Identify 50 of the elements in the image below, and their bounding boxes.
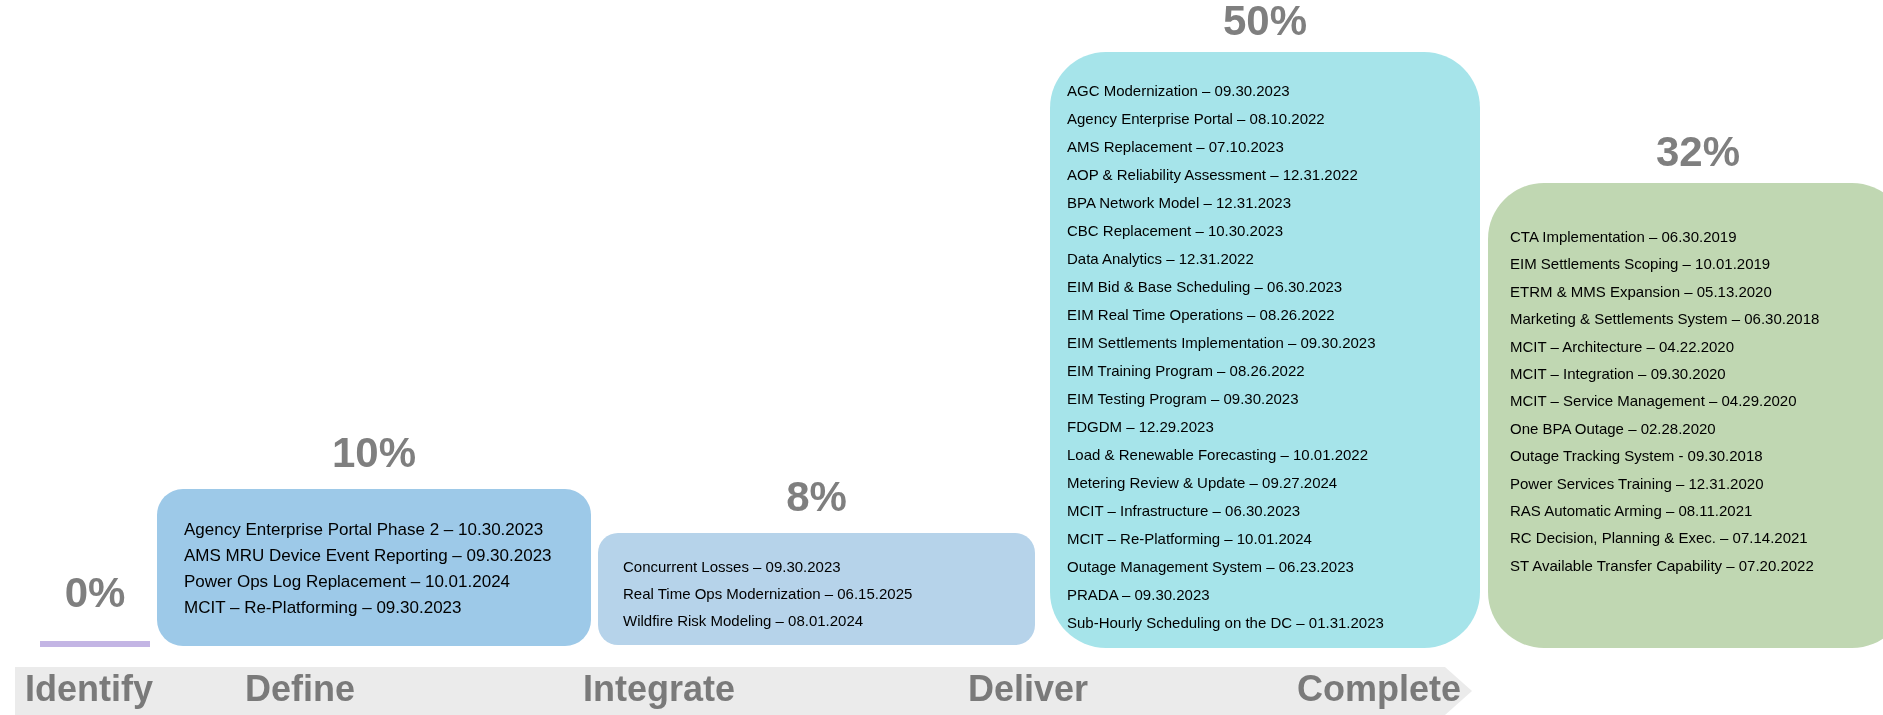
project-entry: BPA Network Model – 12.31.2023: [1067, 193, 1293, 213]
project-entry: AMS MRU Device Event Reporting – 09.30.2023: [184, 545, 553, 567]
phase-label: Integrate: [583, 667, 736, 711]
project-entry: Concurrent Losses – 09.30.2023: [623, 557, 842, 577]
project-entry: Power Services Training – 12.31.2020: [1510, 473, 1765, 494]
percentage-label: 8%: [785, 473, 848, 521]
project-entry: CTA Implementation – 06.30.2019: [1510, 227, 1738, 247]
project-entry: EIM Bid & Base Scheduling – 06.30.2023: [1067, 277, 1344, 297]
project-entry: Sub-Hourly Scheduling on the DC – 01.31.2023: [1067, 613, 1385, 633]
project-entry: EIM Real Time Operations – 08.26.2022: [1067, 305, 1336, 325]
project-entry: RAS Automatic Arming – 08.11.2021: [1510, 501, 1754, 522]
project-entry: Real Time Ops Modernization – 06.15.2025: [623, 584, 914, 604]
project-entry: MCIT – Service Management – 04.29.2020: [1510, 391, 1798, 412]
project-entry: Outage Management System – 06.23.2023: [1067, 557, 1355, 577]
project-entry: RC Decision, Planning & Exec. – 07.14.2021: [1510, 528, 1809, 549]
project-entry: MCIT – Re-Platforming – 10.01.2024: [1067, 529, 1313, 549]
project-entry: One BPA Outage – 02.28.2020: [1510, 418, 1717, 439]
project-entry: EIM Settlements Implementation – 09.30.2023: [1067, 333, 1377, 353]
phase-label: Complete: [1297, 667, 1462, 711]
project-entry: Power Ops Log Replacement – 10.01.2024: [184, 571, 512, 593]
project-entry: Agency Enterprise Portal – 08.10.2022: [1067, 109, 1326, 129]
project-entry: Outage Tracking System - 09.30.2018: [1510, 446, 1764, 467]
project-entry: AMS Replacement – 07.10.2023: [1067, 137, 1285, 157]
project-entry: FDGDM – 12.29.2023: [1067, 417, 1215, 437]
project-entry: Data Analytics – 12.31.2022: [1067, 249, 1255, 269]
project-entry: EIM Testing Program – 09.30.2023: [1067, 389, 1300, 409]
project-entry: CBC Replacement – 10.30.2023: [1067, 221, 1284, 241]
project-entry: MCIT – Re-Platforming – 09.30.2023: [184, 597, 463, 619]
project-entry: AGC Modernization – 09.30.2023: [1067, 81, 1291, 101]
project-entry: PRADA – 09.30.2023: [1067, 585, 1211, 605]
percentage-label: 0%: [63, 569, 127, 617]
project-entry: ETRM & MMS Expansion – 05.13.2020: [1510, 281, 1773, 302]
project-entry: MCIT – Infrastructure – 06.30.2023: [1067, 501, 1302, 521]
project-entry: Metering Review & Update – 09.27.2024: [1067, 473, 1339, 493]
phase-label: Identify: [25, 667, 153, 711]
project-entry: EIM Training Program – 08.26.2022: [1067, 361, 1306, 381]
project-entry: Marketing & Settlements System – 06.30.2018: [1510, 309, 1821, 330]
phase-label: Define: [245, 667, 356, 711]
project-entry: Wildfire Risk Modeling – 08.01.2024: [623, 611, 865, 631]
percentage-label: 32%: [1654, 128, 1742, 176]
percentage-label: 10%: [330, 429, 418, 477]
percentage-label: 50%: [1221, 0, 1309, 45]
phase-label: Deliver: [968, 667, 1089, 711]
project-entry: MCIT – Integration – 09.30.2020: [1510, 364, 1727, 385]
project-entry: Load & Renewable Forecasting – 10.01.2022: [1067, 445, 1370, 465]
project-entry: Agency Enterprise Portal Phase 2 – 10.30.2023: [184, 519, 545, 541]
project-entry: MCIT – Architecture – 04.22.2020: [1510, 336, 1736, 357]
project-entry: AOP & Reliability Assessment – 12.31.2022: [1067, 165, 1359, 185]
project-entry: ST Available Transfer Capability – 07.20.2022: [1510, 555, 1815, 576]
project-entry: EIM Settlements Scoping – 10.01.2019: [1510, 254, 1772, 275]
